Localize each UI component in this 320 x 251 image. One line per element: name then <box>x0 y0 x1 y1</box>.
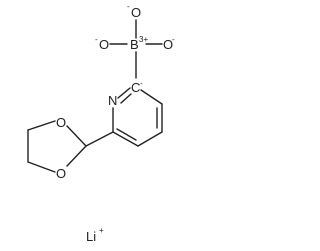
bond-n-c2 <box>117 87 131 99</box>
oxygen-top-charge: - <box>127 2 130 11</box>
oxygen-atom-top: O <box>131 5 141 20</box>
dioxolane-oxygen-bottom: O <box>56 166 66 181</box>
bond-c2-c3 <box>140 89 163 105</box>
dioxolane-oxygen-top: O <box>56 115 66 130</box>
bond-acetal-o-top <box>66 125 87 147</box>
oxygen-right-charge: - <box>172 35 175 44</box>
oxygen-atom-right: O <box>163 37 173 52</box>
carbanion-charge: - <box>140 79 143 88</box>
bond-n-c2-inner <box>120 93 132 104</box>
bond-o-bottom-ch2 <box>27 161 56 173</box>
bond-c5-c6-inner <box>116 128 137 141</box>
boron-charge: 3+ <box>139 35 148 44</box>
carbanion-atom: C <box>131 80 140 95</box>
bonds <box>27 19 163 173</box>
boron-atom: B <box>130 37 139 52</box>
bond-o-top-ch2 <box>27 120 56 131</box>
bond-c5-c6 <box>112 131 139 147</box>
lithium-charge: + <box>99 226 104 235</box>
lithium-ion: Li <box>86 229 96 244</box>
structure-diagram: B 3+ O - O - O - C - N O O Li + <box>27 2 175 244</box>
oxygen-left-charge: - <box>95 35 98 44</box>
bond-c4-c5 <box>137 131 163 147</box>
bond-acetal-o-bottom <box>66 145 87 167</box>
bond-c6-acetal <box>85 131 114 147</box>
atom-labels: B 3+ O - O - O - C - N O O Li + <box>56 2 175 244</box>
oxygen-atom-left: O <box>99 37 109 52</box>
nitrogen-atom: N <box>108 93 117 108</box>
